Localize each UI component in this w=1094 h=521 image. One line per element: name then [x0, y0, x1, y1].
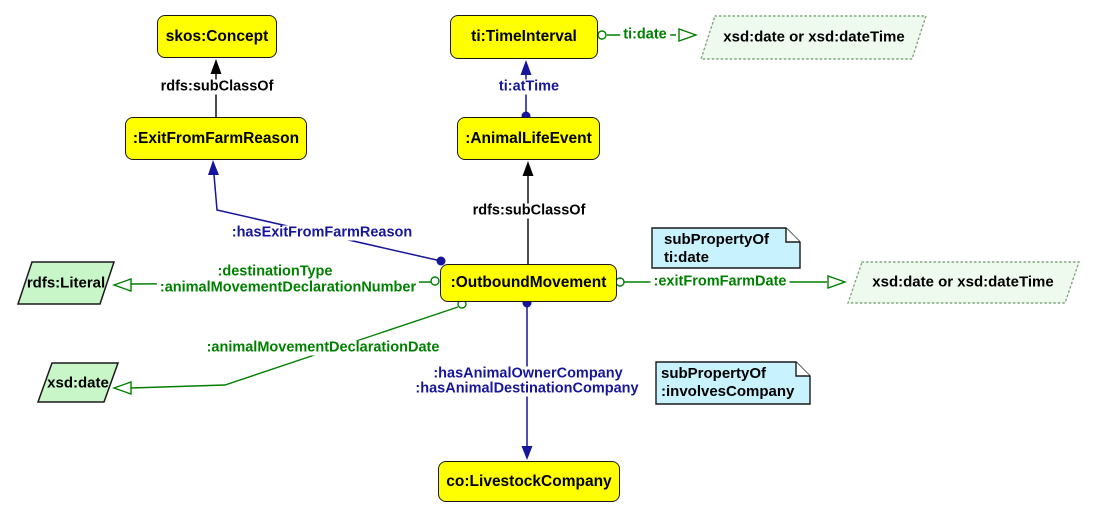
label-exit-from-farm-date: :exitFromFarmDate — [650, 274, 790, 290]
datatype-union-top-shape — [700, 15, 927, 60]
class-co-livestock-company: co:LivestockCompany — [438, 461, 620, 502]
label-animal-movement-declaration-date: :animalMovementDeclarationDate — [203, 340, 443, 356]
destination-type-target-circle — [430, 276, 440, 286]
label-subclassof-concept: rdfs:subClassOf — [157, 79, 277, 95]
note-involves-company-line1: subPropertyOf — [661, 365, 767, 382]
edge-subclassof-event — [522, 161, 534, 264]
class-outbound-movement: :OutboundMovement — [440, 264, 617, 302]
exit-date-source-circle — [615, 277, 625, 287]
label-has-animal-destination-company: :hasAnimalDestinationCompany — [412, 381, 642, 397]
note-ti-date: subPropertyOf ti:date — [664, 231, 769, 267]
label-has-exit-from-farm-reason: :hasExitFromFarmReason — [228, 225, 416, 241]
xsd-date-shape — [36, 362, 120, 403]
class-ti-time-interval: ti:TimeInterval — [450, 15, 598, 59]
note-ti-date-shape — [651, 227, 801, 269]
label-ti-date: ti:date — [620, 27, 670, 43]
class-animal-life-event: :AnimalLifeEvent — [457, 117, 600, 160]
note-involves-company-line2: :involvesCompany — [661, 383, 795, 400]
edge-has-exit-from-farm-reason — [208, 160, 446, 266]
label-has-animal-owner-company: :hasAnimalOwnerCompany — [430, 366, 626, 382]
label-ti-attime: ti:atTime — [495, 79, 563, 95]
datatype-union-top: xsd:date or xsd:dateTime — [723, 28, 905, 46]
label-animal-movement-declaration-number: :animalMovementDeclarationNumber — [156, 280, 420, 296]
note-involves-company-shape — [655, 361, 811, 405]
datatype-rdfs-literal: rdfs:Literal — [26, 274, 106, 292]
note-involves-company: subPropertyOf :involvesCompany — [661, 365, 794, 401]
class-skos-concept: skos:Concept — [157, 15, 277, 58]
class-exit-from-farm-reason: :ExitFromFarmReason — [125, 117, 307, 160]
datatype-xsd-date: xsd:date — [47, 374, 109, 392]
ti-date-source-circle — [597, 30, 607, 40]
datatype-union-right-shape — [847, 261, 1080, 304]
label-subclassof-event: rdfs:subClassOf — [469, 203, 589, 219]
label-destination-type: :destinationType — [214, 264, 336, 280]
note-ti-date-line1: subPropertyOf — [664, 231, 770, 248]
note-ti-date-line2: ti:date — [664, 249, 709, 266]
edge-animal-movement-declaration-date — [111, 299, 467, 395]
datatype-union-right: xsd:date or xsd:dateTime — [872, 273, 1054, 291]
has-exit-source-dot — [436, 256, 446, 266]
rdfs-literal-shape — [16, 261, 116, 305]
